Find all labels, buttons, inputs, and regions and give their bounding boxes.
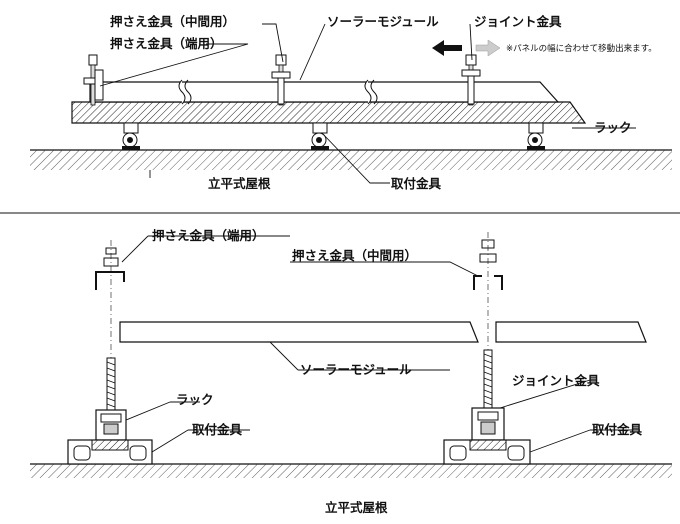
label-roof-b: 立平式屋根 [325,500,388,515]
label-mount-fitting: 取付金具 [391,176,442,191]
top-bolt-middle [271,54,291,106]
bottom-roof [30,463,672,478]
bottom-assembly-left [67,240,153,465]
bottom-figure: 押さえ金具（端用） 押さえ金具（中間用） ソーラーモジュール ジョイント金具 ラ… [30,228,672,515]
bottom-assembly-right [443,232,531,465]
label-rack-b: ラック [176,392,214,407]
label-clamp-middle-b: 押さえ金具（中間用） [292,248,417,263]
label-joint-fitting-b: ジョイント金具 [512,373,600,388]
top-leaders [99,23,636,184]
top-figure: 押さえ金具（中間用） 押さえ金具（端用） ソーラーモジュール ジョイント金具 ※… [30,14,672,191]
label-clamp-end-b: 押さえ金具（端用） [152,228,265,243]
label-solar-module-b: ソーラーモジュール [300,362,412,377]
label-solar-module: ソーラーモジュール [327,14,439,29]
label-clamp-middle: 押さえ金具（中間用） [110,14,235,29]
label-clamp-end: 押さえ金具（端用） [110,36,223,51]
top-solar-module [89,79,560,105]
label-mount-right-b: 取付金具 [592,422,643,437]
top-mount-left [122,122,140,150]
top-mount-right [527,122,545,150]
top-roof [30,149,672,170]
top-bolt-end [83,54,104,106]
label-roof: 立平式屋根 [208,176,271,191]
move-arrow-icon [432,39,501,57]
top-bolt-joint [461,54,481,106]
label-joint-fitting: ジョイント金具 [474,14,562,29]
top-mount-center [311,122,329,150]
top-rack [71,101,587,124]
label-mount-left-b: 取付金具 [192,422,243,437]
bottom-solar-module [119,321,647,343]
label-note: ※パネルの幅に合わせて移動出来ます。 [506,43,657,54]
label-rack: ラック [594,120,632,135]
bottom-leaders [121,235,640,453]
